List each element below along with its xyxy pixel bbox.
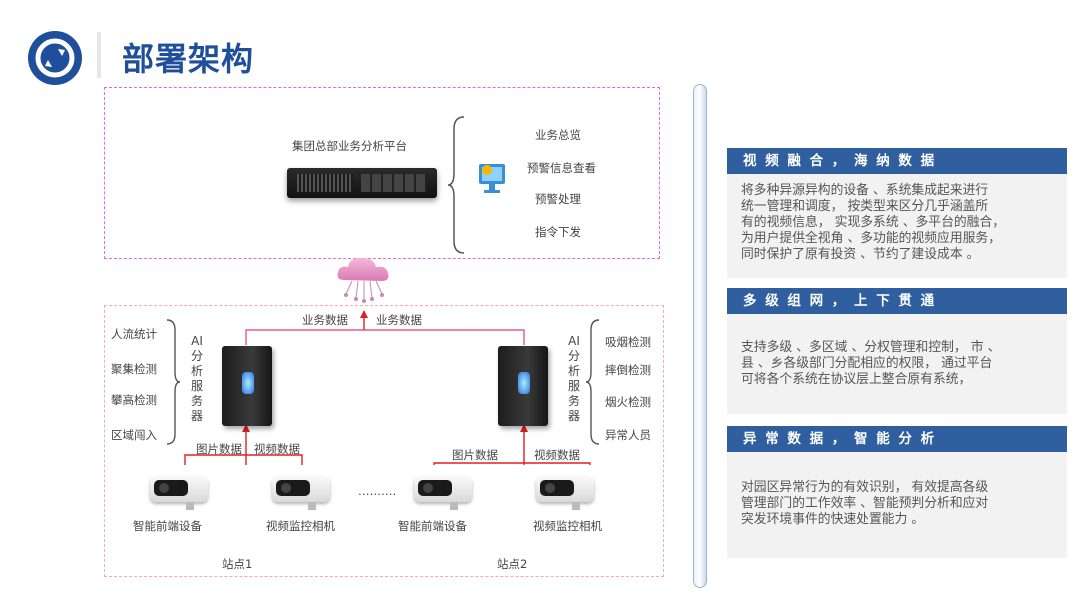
camera-icon — [150, 476, 212, 510]
monitor-icon — [479, 164, 505, 193]
platform-label: 集团总部业务分析平台 — [292, 139, 407, 153]
panel-text: 将多种异源异构的设备 、系统集成起来进行 统一管理和调度， 按类型来区分几乎涵盖… — [741, 183, 1006, 262]
panel-body: 对园区异常行为的有效识别， 有效提高各级 管理部门的工作效率 、智能预判分析和应… — [727, 452, 1067, 558]
platform-function: 预警处理 — [535, 192, 581, 206]
data-flow-lines — [184, 310, 591, 465]
camera-icon — [272, 476, 334, 510]
divider-tube — [693, 84, 707, 588]
title-divider — [97, 32, 101, 78]
left-function: 聚集检测 — [111, 362, 157, 376]
panel-heading: 异 常 数 据 ， 智 能 分 析 — [727, 426, 1067, 452]
page-title: 部署架构 — [122, 40, 255, 78]
platform-box — [104, 87, 660, 259]
right-server-label: AI 分 析 服 务 器 — [567, 334, 580, 423]
panel-body: 支持多级 、多区域 、分权管理和控制， 市 、 县 、乡各级部门分配相应的权限，… — [727, 314, 1067, 414]
flow-label: 业务数据 — [302, 313, 348, 327]
device-label: 视频监控相机 — [266, 519, 335, 533]
right-function: 吸烟检测 — [605, 335, 651, 349]
left-ai-server — [222, 346, 272, 426]
platform-function: 业务总览 — [535, 128, 581, 142]
left-function: 攀高检测 — [111, 393, 157, 407]
platform-brace — [448, 116, 465, 254]
camera-icon — [414, 476, 476, 510]
left-server-label: AI 分 析 服 务 器 — [190, 334, 203, 423]
right-brace — [585, 319, 600, 445]
platform-function: 预警信息查看 — [527, 161, 596, 175]
platform-function: 指令下发 — [535, 225, 581, 239]
site-label: 站点1 — [222, 557, 253, 571]
camera-icon — [536, 476, 598, 510]
left-function: 区域闯入 — [111, 428, 157, 442]
device-label: 视频监控相机 — [533, 519, 602, 533]
panel-body: 将多种异源异构的设备 、系统集成起来进行 统一管理和调度， 按类型来区分几乎涵盖… — [727, 174, 1067, 278]
panel-heading: 视 频 融 合 ， 海 纳 数 据 — [727, 148, 1067, 174]
panel-text: 支持多级 、多区域 、分权管理和控制， 市 、 县 、乡各级部门分配相应的权限，… — [741, 340, 1001, 387]
device-ellipsis: ………. — [358, 484, 397, 498]
logo-icon — [28, 31, 82, 85]
site-label: 站点2 — [497, 557, 528, 571]
right-function: 烟火检测 — [605, 395, 651, 409]
left-brace — [166, 319, 181, 445]
right-ai-server — [498, 346, 548, 426]
device-label: 智能前端设备 — [133, 519, 202, 533]
right-function: 摔倒检测 — [605, 363, 651, 377]
right-data-label: 图片数据 — [452, 448, 498, 462]
left-data-label: 视频数据 — [254, 442, 300, 456]
rack-server — [287, 168, 437, 198]
device-label: 智能前端设备 — [398, 519, 467, 533]
flow-label: 业务数据 — [376, 313, 422, 327]
right-function: 异常人员 — [605, 428, 651, 442]
sites-box — [104, 305, 664, 577]
right-data-label: 视频数据 — [534, 448, 580, 462]
left-function: 人流统计 — [111, 327, 157, 341]
panel-heading: 多 级 组 网 ， 上 下 贯 通 — [727, 288, 1067, 314]
left-data-label: 图片数据 — [196, 442, 242, 456]
panel-text: 对园区异常行为的有效识别， 有效提高各级 管理部门的工作效率 、智能预判分析和应… — [741, 480, 989, 527]
cloud-network-icon — [337, 257, 389, 303]
